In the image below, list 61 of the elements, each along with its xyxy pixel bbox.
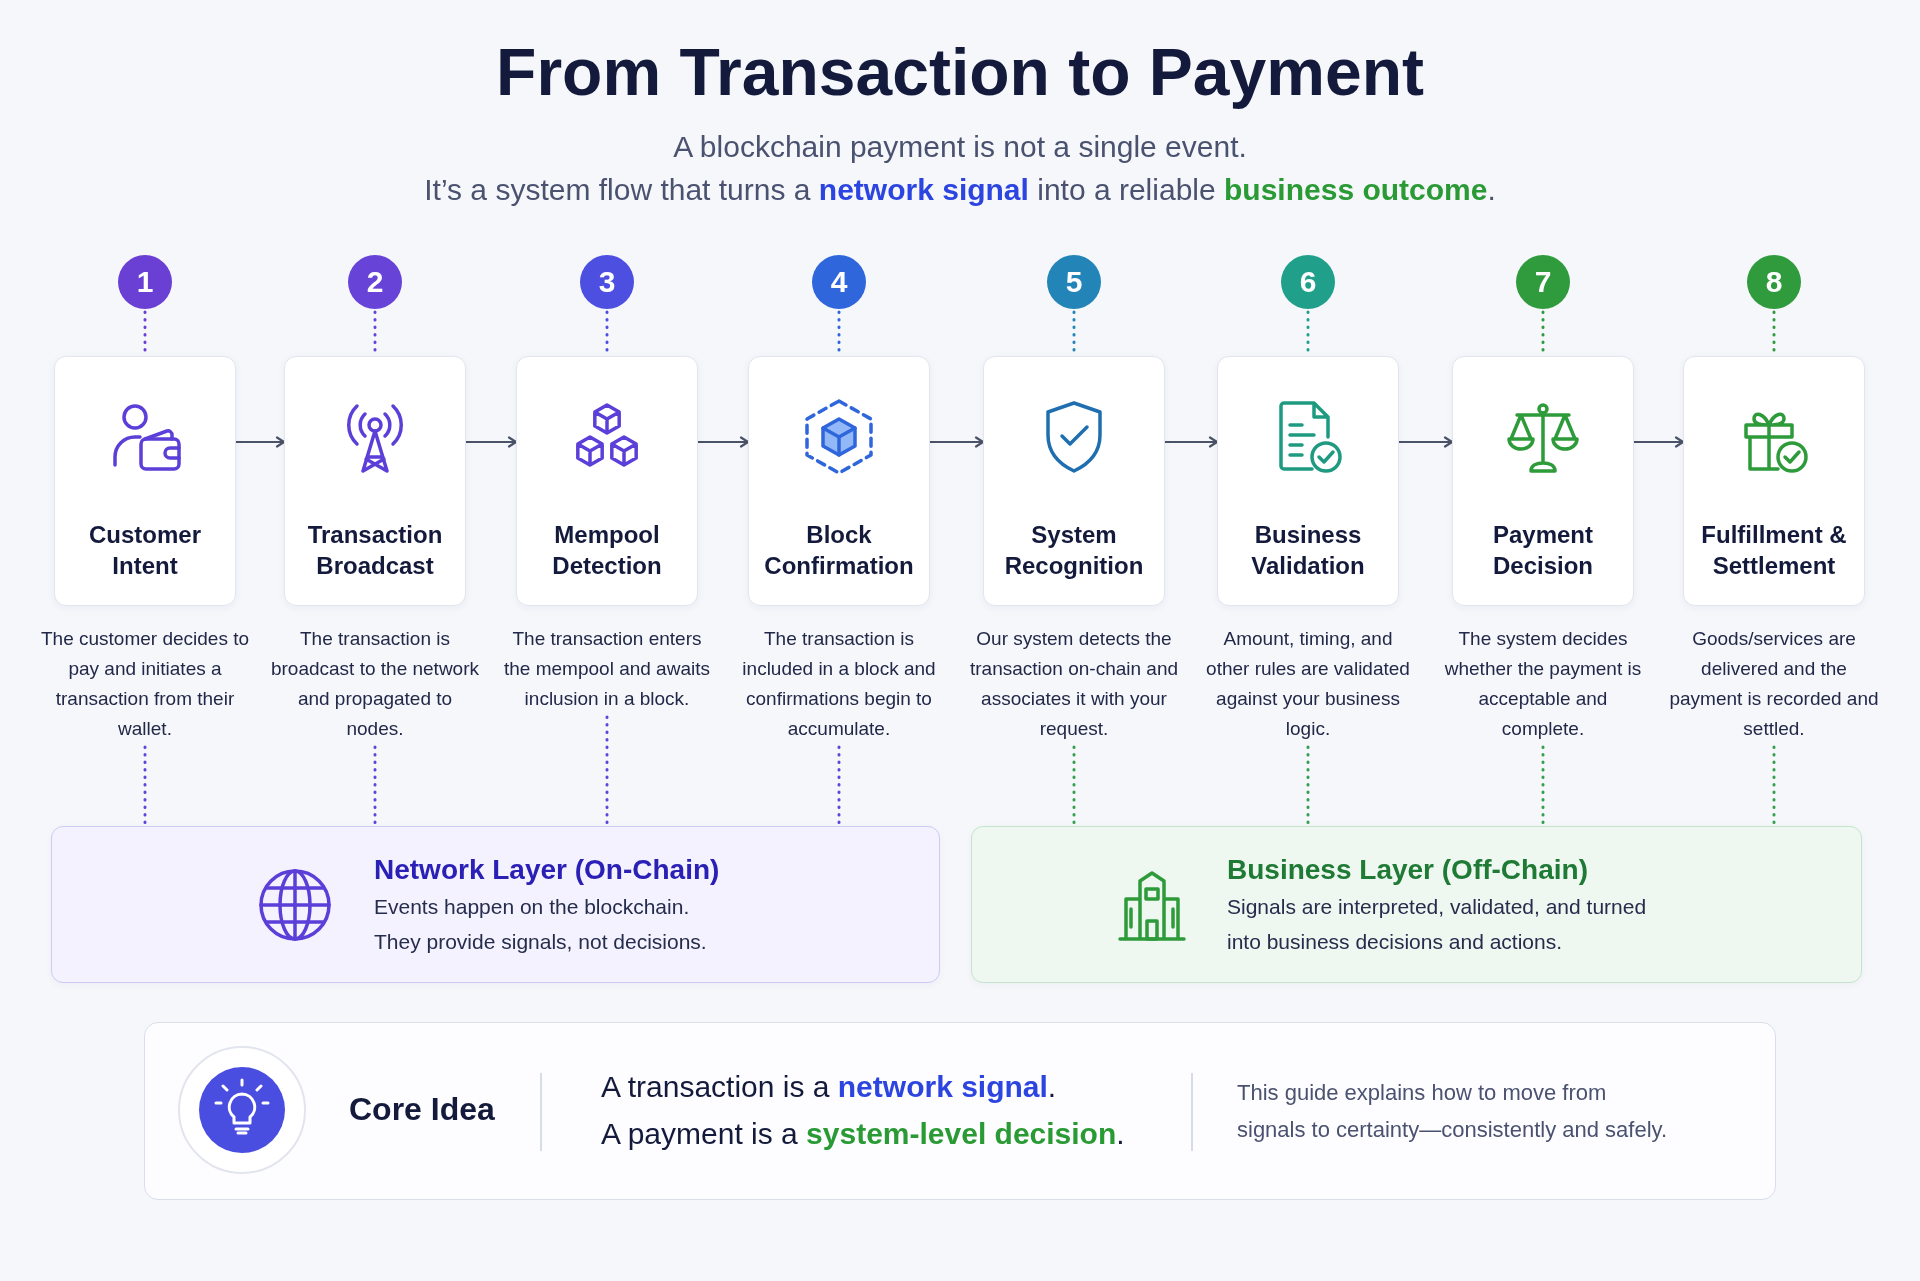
title: From Transaction to Payment (496, 34, 1424, 111)
step-title: System Recognition (1003, 520, 1145, 581)
layer-description: Events happen on the blockchain. They provide signals, not decisions. (374, 894, 708, 955)
step-card (54, 356, 236, 606)
step-number: 2 (348, 255, 402, 309)
subtitle: A blockchain payment is not a single event. (673, 129, 1247, 165)
dotted-line (1306, 745, 1310, 825)
step-number: 3 (580, 255, 634, 309)
step-card (748, 356, 930, 606)
dotted-line (605, 715, 609, 825)
step-description: The system decides whether the payment is acceptable and complete. (1437, 624, 1649, 744)
core-idea-heading: Core Idea (349, 1090, 495, 1129)
layer-title: Business Layer (Off-Chain) (1227, 853, 1588, 887)
step-card (284, 356, 466, 606)
step-description: Goods/services are delivered and the payment is recorded and settled. (1668, 624, 1880, 744)
layer-panel (971, 826, 1862, 983)
step-description: The customer decides to pay and initiates a transaction from their wallet. (39, 624, 251, 744)
step-number: 7 (1516, 255, 1570, 309)
step-title: Transaction Broadcast (306, 520, 444, 581)
dotted-line (143, 745, 147, 825)
subtitle: It’s a system flow that turns a network signal into a reliable business outcome. (424, 172, 1496, 208)
dotted-line (1772, 745, 1776, 825)
core-statement: A payment is a system-level decision. (601, 1116, 1125, 1152)
step-description: Our system detects the transaction on-chain and associates it with your request. (968, 624, 1180, 744)
step-title: Block Confirmation (763, 520, 915, 581)
arrow (928, 436, 985, 448)
arrow (1163, 436, 1219, 448)
guide-note: This guide explains how to move from signals to certainty—consistently and safely. (1237, 1079, 1669, 1144)
core-statement: A transaction is a network signal. (601, 1069, 1057, 1105)
step-title: Customer Intent (88, 520, 202, 581)
layer-title: Network Layer (On-Chain) (374, 853, 720, 887)
step-number: 6 (1281, 255, 1335, 309)
core-idea-panel (144, 1022, 1776, 1200)
step-card (1683, 356, 1865, 606)
step-number: 5 (1047, 255, 1101, 309)
layer-panel (51, 826, 940, 983)
arrow (1397, 436, 1454, 448)
step-number: 4 (812, 255, 866, 309)
arrow (696, 436, 750, 448)
step-title: Payment Decision (1491, 520, 1594, 581)
step-card (983, 356, 1165, 606)
step-number: 1 (118, 255, 172, 309)
dotted-line (1541, 745, 1545, 825)
arrow (1632, 436, 1685, 448)
step-description: The transaction enters the mempool and awaits inclusion in a block. (501, 624, 713, 714)
step-card (1452, 356, 1634, 606)
arrow (464, 436, 518, 448)
dotted-line (373, 745, 377, 825)
step-number: 8 (1747, 255, 1801, 309)
layer-description: Signals are interpreted, validated, and turned into business decisions and actions. (1227, 894, 1648, 955)
step-card (516, 356, 698, 606)
step-title: Business Validation (1250, 520, 1366, 581)
step-description: The transaction is included in a block and confirmations begin to accumulate. (733, 624, 945, 744)
step-title: Mempool Detection (551, 520, 663, 581)
step-title: Fulfillment & Settlement (1700, 520, 1848, 581)
dotted-line (837, 745, 841, 825)
arrow (234, 436, 286, 448)
step-description: Amount, timing, and other rules are validated against your business logic. (1202, 624, 1414, 744)
step-card (1217, 356, 1399, 606)
dotted-line (1072, 745, 1076, 825)
step-description: The transaction is broadcast to the network and propagated to nodes. (269, 624, 481, 744)
